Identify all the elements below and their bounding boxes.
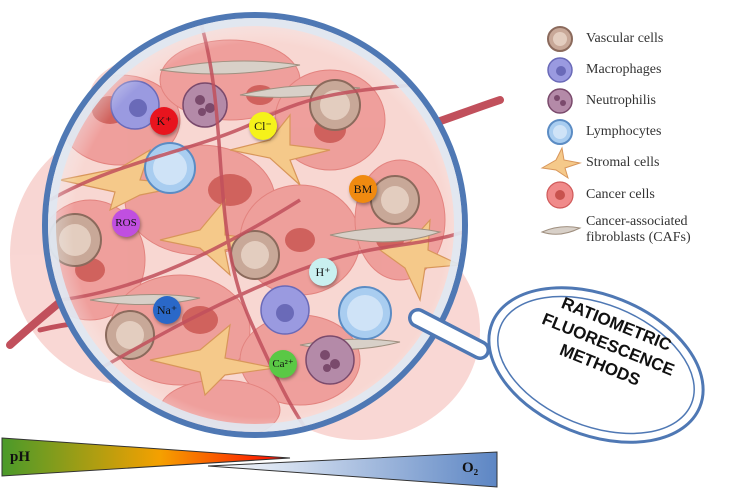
legend-label-stromal: Stromal cells [586, 155, 660, 170]
legend-label-cancer: Cancer cells [586, 187, 655, 202]
magnifier-lens [42, 12, 468, 438]
ion-label-na: Na⁺ [156, 303, 178, 317]
ion-marker-na: Na⁺ [153, 296, 181, 324]
legend-label-caf-line1: Cancer-associated [586, 214, 688, 229]
ion-marker-k: K⁺ [150, 107, 178, 135]
ion-label-bm: BM [353, 182, 373, 196]
ion-marker-ca: Ca²⁺ [269, 350, 297, 378]
ion-label-ros: ROS [115, 216, 137, 229]
ion-marker-cl: Cl⁻ [249, 112, 277, 140]
o2-gradient-wedge [207, 451, 498, 488]
legend-label-neutrophils: Neutrophilis [586, 93, 656, 108]
legend-icon-cancer [546, 181, 574, 209]
ion-label-h: H⁺ [315, 265, 331, 279]
ion-marker-h: H⁺ [309, 258, 337, 286]
ion-marker-bm: BM [349, 175, 377, 203]
legend-label-caf-line2: fibroblasts (CAFs) [586, 230, 691, 245]
legend-label-macrophages: Macrophages [586, 62, 662, 77]
legend-icon-macrophages [547, 57, 573, 83]
legend-icon-caf [540, 226, 582, 235]
legend-label-caf: Cancer-associated fibroblasts (CAFs) [586, 214, 691, 246]
legend-icon-vascular [547, 26, 573, 52]
ion-label-k: K⁺ [156, 114, 172, 128]
legend-label-vascular: Vascular cells [586, 31, 664, 46]
ion-label-ca: Ca²⁺ [272, 357, 294, 370]
ion-marker-ros: ROS [112, 209, 140, 237]
legend-icon-stromal [540, 146, 582, 180]
o2-label: O₂ [462, 460, 479, 476]
legend-label-lymphocytes: Lymphocytes [586, 124, 662, 139]
ion-label-cl: Cl⁻ [254, 119, 272, 133]
legend-icon-lymphocytes [547, 119, 573, 145]
legend-icon-neutrophils [547, 88, 573, 114]
ph-label: pH [10, 449, 31, 465]
magnifier-handle [408, 286, 705, 444]
ph-gradient-wedge [1, 437, 291, 477]
